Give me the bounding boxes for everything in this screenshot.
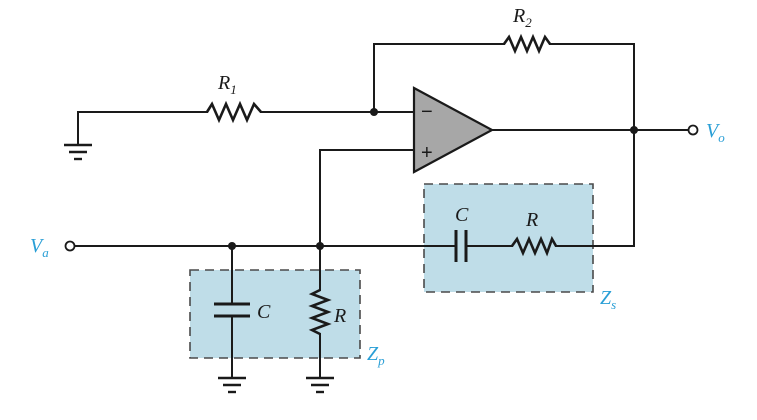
- junction-dot-zp-cap: [228, 242, 236, 250]
- op-amp-minus-sign: −: [421, 101, 433, 123]
- resistor-r2: [502, 33, 552, 55]
- junction-dot-inverting: [370, 108, 378, 116]
- va-terminal: [64, 240, 76, 252]
- label-va: Va: [30, 235, 49, 260]
- zs-impedance-box: [423, 183, 594, 293]
- ground-symbol-r1: [64, 143, 92, 161]
- junction-dot-output: [630, 126, 638, 134]
- label-r-parallel: R: [333, 305, 346, 327]
- ground-symbol-zp-cap: [218, 376, 246, 394]
- label-c-series: C: [455, 204, 469, 226]
- label-zs: Zs: [600, 287, 616, 312]
- label-r-series: R: [525, 209, 538, 231]
- label-r2: R2: [512, 5, 532, 30]
- resistor-r-series: [510, 235, 558, 257]
- op-amp-plus-sign: +: [421, 142, 433, 164]
- zp-impedance-box: [189, 269, 361, 359]
- resistor-r-parallel: [308, 288, 332, 336]
- vo-terminal: [687, 124, 699, 136]
- wires: [73, 43, 690, 379]
- junction-dot-zp-resistor: [316, 242, 324, 250]
- resistor-r1: [205, 100, 262, 124]
- ground-symbol-zp-resistor: [306, 376, 334, 394]
- op-amp: [412, 86, 495, 174]
- label-zp: Zp: [367, 343, 385, 368]
- label-c-parallel: C: [257, 301, 271, 323]
- label-r1: R1: [217, 72, 237, 97]
- label-vo: Vo: [706, 120, 725, 145]
